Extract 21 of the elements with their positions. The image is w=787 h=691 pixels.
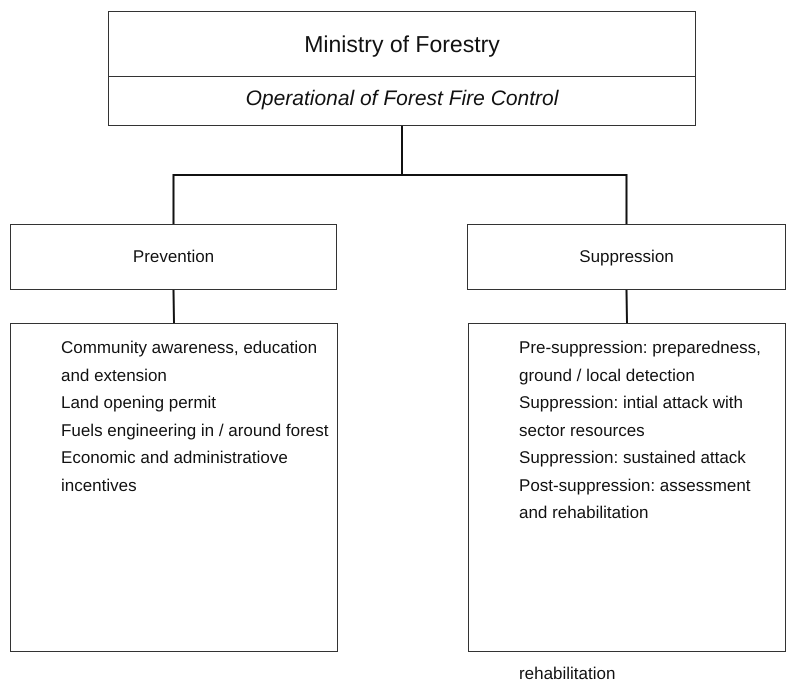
subtitle: Operational of Forest Fire Control [244,87,560,111]
activity-item: Community awareness, education and extension [61,337,318,386]
connector-line [172,290,175,324]
activity-box [10,323,338,652]
activity-item: Suppression: intial attack with sector resources [519,392,744,442]
note-text: rehabilitation [519,664,616,684]
activity-item: Post-suppression: assessment and rehabilitation [519,474,752,524]
header-box [108,11,696,126]
activity-item: Fuels engineering in / around forest [61,420,330,442]
branch-label: Prevention [132,247,216,267]
activity-box [468,323,786,652]
branch-box [10,224,337,290]
connector-line [401,126,628,224]
organization-title: Ministry of Forestry [303,31,501,58]
branch-label: Suppression [578,247,675,267]
connector-line [626,290,628,324]
activity-item: Suppression: sustained attack [519,447,747,469]
branch-box [467,224,786,290]
activity-item: Land opening permit [61,392,218,414]
activity-item: Pre-suppression: preparedness, ground / local detection [519,337,762,386]
activity-item: Economic and administratiove incentives [61,447,289,496]
